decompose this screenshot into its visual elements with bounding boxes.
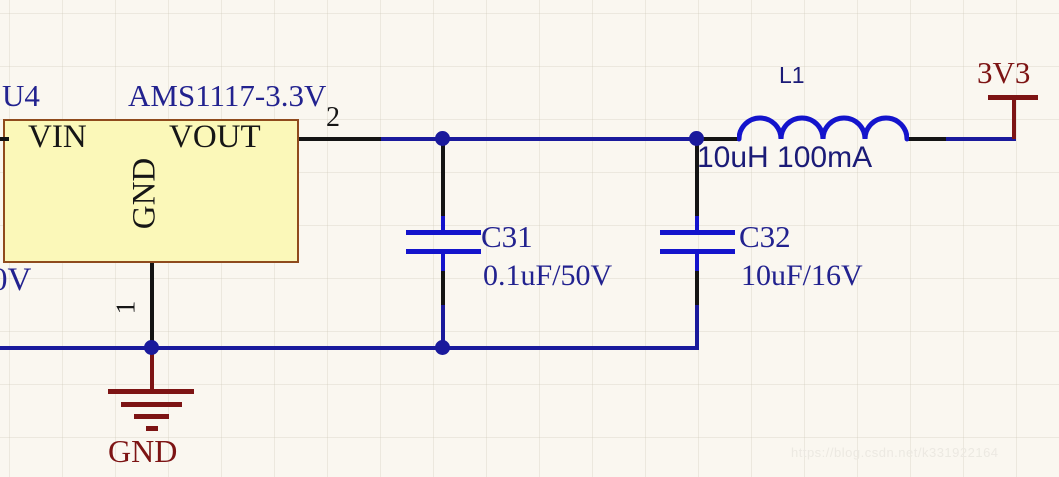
gnd-symbol-bar1[interactable] [108,389,194,394]
junction-dot [435,340,450,355]
gnd-symbol-bar4[interactable] [146,426,158,431]
net-label-input: 0V [0,262,32,298]
pin-name-vin: VIN [28,119,87,155]
c31-plate-bottom[interactable] [406,249,481,254]
power-port-3v3-stem[interactable] [1012,99,1016,139]
junction-dot [689,131,704,146]
l1-coil-symbol[interactable] [737,112,909,142]
c31-designator: C31 [481,219,533,254]
l1-value: 10uH 100mA [697,141,873,174]
c32-lead-bottom-blue[interactable] [695,254,699,271]
wire-vout-net-left[interactable] [380,137,699,141]
c31-lead-bottom-blue[interactable] [441,254,445,271]
gnd-symbol-stem[interactable] [150,350,154,389]
c32-lead-bottom-black[interactable] [695,271,699,305]
junction-dot [144,340,159,355]
regulator-part-number: AMS1117-3.3V [128,78,327,113]
regulator-designator: U4 [2,78,40,113]
wire-ground-bus[interactable] [0,346,699,350]
c32-lead-top-black[interactable] [695,143,699,216]
pin2-number-label: 2 [326,102,340,133]
power-port-3v3-bar[interactable] [988,95,1038,100]
c31-lead-top-black[interactable] [441,143,445,216]
net-label-3v3: 3V3 [977,55,1031,90]
c32-plate-top[interactable] [660,230,735,235]
c32-value: 10uF/16V [741,259,863,292]
gnd-symbol-bar2[interactable] [121,402,182,407]
pin-vout-stub[interactable] [299,137,381,141]
pin-gnd-stub[interactable] [150,263,154,346]
c32-lead-bottom-wire[interactable] [695,305,699,350]
c32-designator: C32 [739,219,791,254]
pin1-number-label: 1 [110,300,141,314]
gnd-symbol-bar3[interactable] [134,414,169,419]
c31-lead-top-blue[interactable] [441,216,445,232]
c31-lead-bottom-black[interactable] [441,271,445,305]
pin-vin-stub[interactable] [0,137,9,141]
c31-value: 0.1uF/50V [483,259,613,292]
wire-3v3-net[interactable] [945,137,1016,141]
c31-plate-top[interactable] [406,230,481,235]
net-label-gnd: GND [108,433,178,469]
l1-pin-left[interactable] [699,137,739,141]
c32-plate-bottom[interactable] [660,249,735,254]
regulator-body[interactable] [3,119,299,263]
l1-pin-right[interactable] [908,137,946,141]
c31-lead-bottom-wire[interactable] [441,305,445,348]
pin-name-vout: VOUT [169,119,261,155]
c32-lead-top-blue[interactable] [695,216,699,232]
junction-dot [435,131,450,146]
l1-designator: L1 [779,62,805,88]
pin-name-gnd: GND [126,157,163,229]
watermark-text: https://blog.csdn.net/k331922164 [791,445,999,460]
